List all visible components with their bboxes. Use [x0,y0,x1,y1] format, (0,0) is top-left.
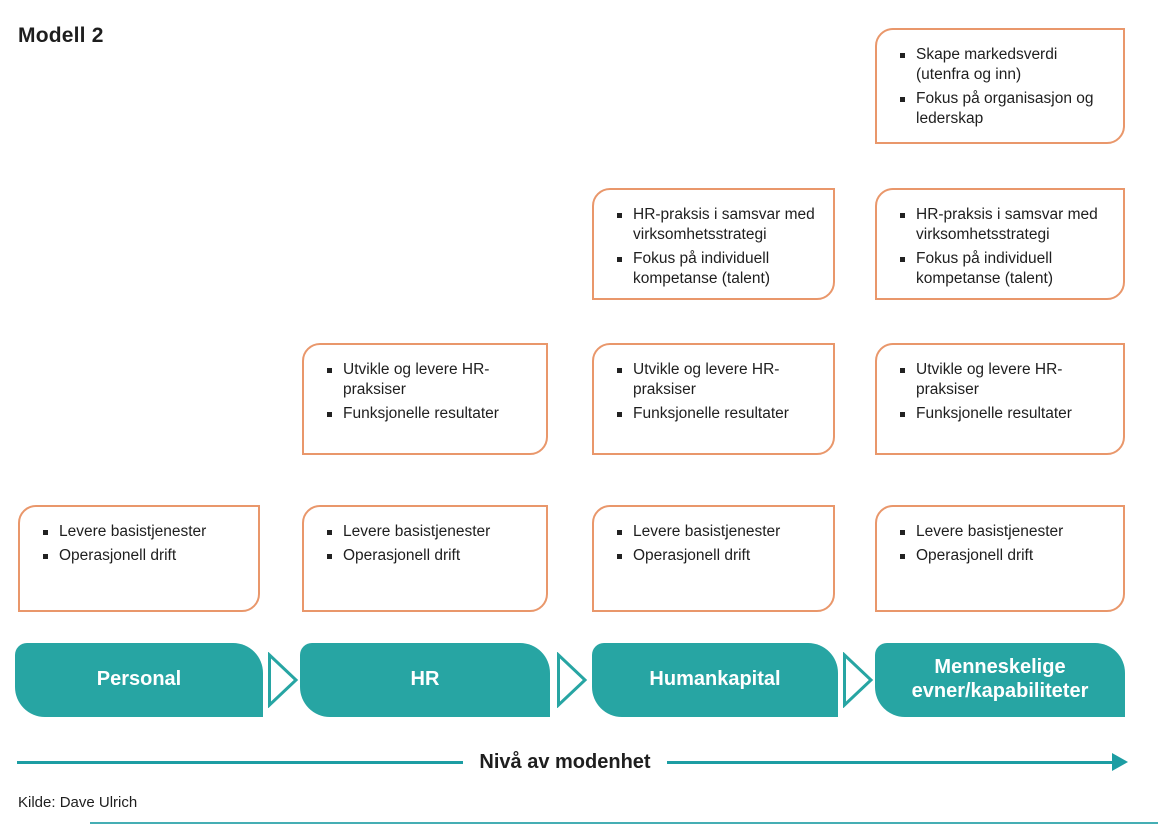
bullet-list: Levere basistjenester Operasjonell drift [324,522,536,566]
bullet-list: Utvikle og levere HR-praksiser Funksjone… [897,360,1113,424]
arrow-right-icon [666,752,1129,771]
banner-label-line: evner/kapabiliteter [911,680,1089,702]
level1-box-menneskelige: Levere basistjenester Operasjonell drift [875,505,1125,612]
maturity-axis: Nivå av modenhet [17,745,1129,779]
bullet-item: HR-praksis i samsvar med virksomhetsstra… [614,205,823,245]
bullet-item: Funksjonelle resultater [324,404,536,424]
bullet-item: Operasjonell drift [324,546,536,566]
level1-box-hr: Levere basistjenester Operasjonell drift [302,505,548,612]
bullet-list: HR-praksis i samsvar med virksomhetsstra… [897,205,1113,290]
page-title: Modell 2 [18,24,104,47]
chevron-right-icon [267,651,299,713]
level2-box-hr: Utvikle og levere HR-praksiser Funksjone… [302,343,548,455]
bullet-item: Fokus på individuell kompetanse (talent) [614,249,823,289]
banner-label: Personal [96,668,182,691]
level1-box-humankapital: Levere basistjenester Operasjonell drift [592,505,835,612]
bullet-item: Utvikle og levere HR-praksiser [897,360,1113,400]
banner-personal: Personal [15,643,263,717]
bullet-list: Skape markedsverdi (utenfra og inn) Foku… [897,45,1113,130]
banner-menneskelige-evner: Menneskelige evner/kapabiliteter [875,643,1125,717]
chevron-right-icon [556,651,588,713]
banner-hr: HR [300,643,550,717]
banner-label-line: Menneskelige [934,656,1066,679]
bullet-item: HR-praksis i samsvar med virksomhetsstra… [897,205,1113,245]
bullet-item: Funksjonelle resultater [614,404,823,424]
bottom-partial-rule [90,822,1158,824]
bullet-item: Operasjonell drift [614,546,823,566]
bullet-item: Levere basistjenester [324,522,536,542]
bullet-item: Utvikle og levere HR-praksiser [324,360,536,400]
bullet-list: Utvikle og levere HR-praksiser Funksjone… [614,360,823,424]
bullet-item: Levere basistjenester [40,522,248,542]
bullet-item: Levere basistjenester [897,522,1113,542]
level1-box-personal: Levere basistjenester Operasjonell drift [18,505,260,612]
level3-box-menneskelige: HR-praksis i samsvar med virksomhetsstra… [875,188,1125,300]
bullet-item: Utvikle og levere HR-praksiser [614,360,823,400]
bullet-list: Utvikle og levere HR-praksiser Funksjone… [324,360,536,424]
bullet-list: Levere basistjenester Operasjonell drift [897,522,1113,566]
bullet-item: Levere basistjenester [614,522,823,542]
level2-box-humankapital: Utvikle og levere HR-praksiser Funksjone… [592,343,835,455]
level2-box-menneskelige: Utvikle og levere HR-praksiser Funksjone… [875,343,1125,455]
bullet-item: Fokus på individuell kompetanse (talent) [897,249,1113,289]
bullet-item: Funksjonelle resultater [897,404,1113,424]
source-caption: Kilde: Dave Ulrich [18,794,138,811]
bullet-item: Skape markedsverdi (utenfra og inn) [897,45,1113,85]
axis-line-left [17,760,464,764]
level3-box-humankapital: HR-praksis i samsvar med virksomhetsstra… [592,188,835,300]
banner-label: Humankapital [649,668,781,691]
bullet-item: Operasjonell drift [40,546,248,566]
bullet-list: HR-praksis i samsvar med virksomhetsstra… [614,205,823,290]
level4-box-menneskelige: Skape markedsverdi (utenfra og inn) Foku… [875,28,1125,144]
banner-humankapital: Humankapital [592,643,838,717]
bullet-list: Levere basistjenester Operasjonell drift [614,522,823,566]
bullet-item: Fokus på organisasjon og lederskap [897,89,1113,129]
axis-label: Nivå av modenhet [479,750,651,773]
banner-label: HR [410,668,440,691]
chevron-right-icon [842,651,874,713]
bullet-item: Operasjonell drift [897,546,1113,566]
bullet-list: Levere basistjenester Operasjonell drift [40,522,248,566]
